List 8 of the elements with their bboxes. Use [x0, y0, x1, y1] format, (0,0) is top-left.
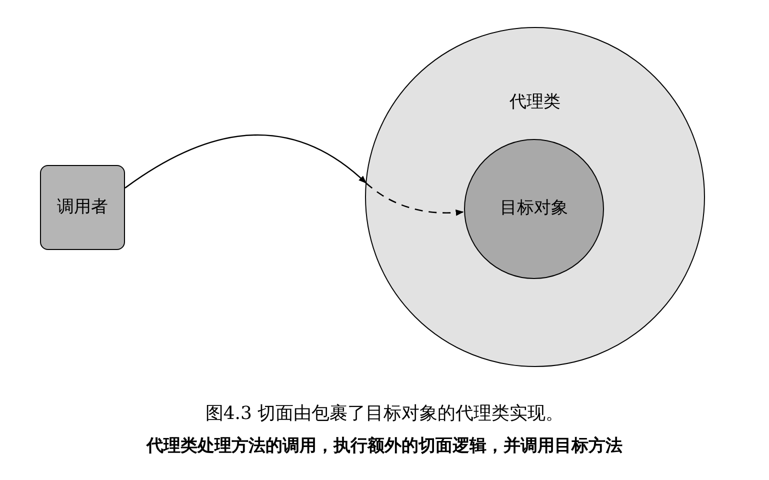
arrow: [366, 182, 464, 216]
caption-text: 代理类处理方法的调用，执行额外的切面逻辑，并调用目标方法: [145, 435, 624, 458]
process-box: [40, 165, 125, 250]
node-label: 代理类: [508, 91, 562, 114]
arrow: [124, 134, 367, 189]
node-label: 调用者: [57, 196, 108, 219]
node-label: 目标对象: [500, 197, 568, 220]
caption: 图4.3 切面由包裹了目标对象的代理类实现。: [204, 402, 565, 426]
